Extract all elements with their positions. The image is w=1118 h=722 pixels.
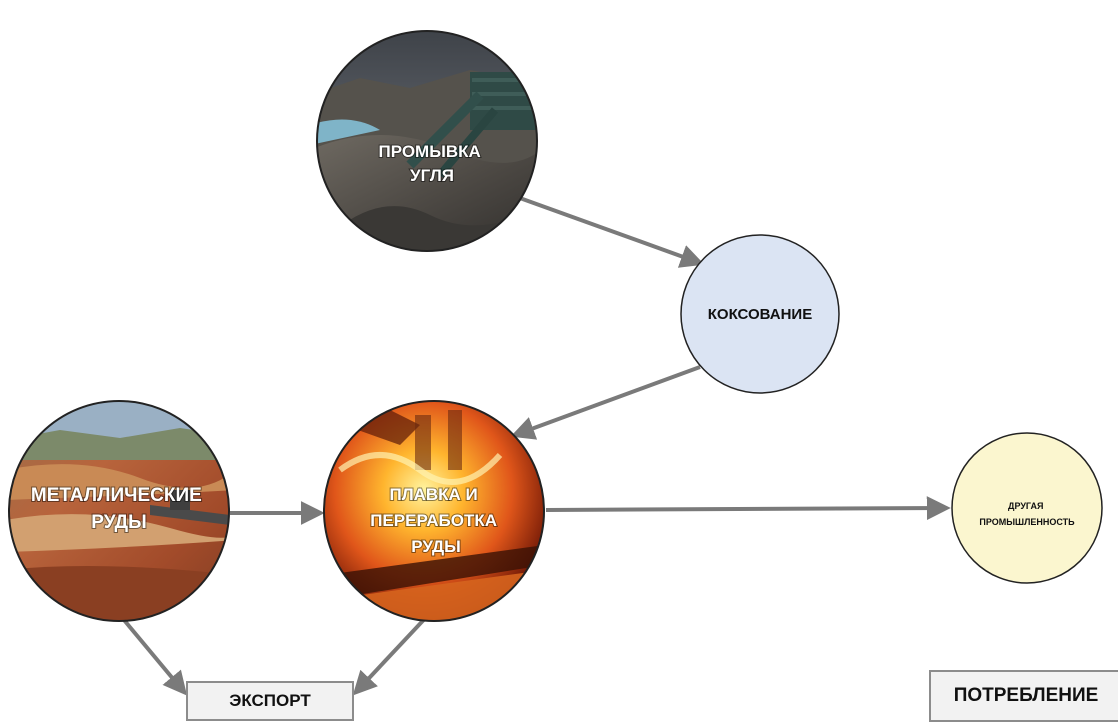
other-industry-label: ДРУГАЯ ПРОМЫШЛЕННОСТЬ <box>979 501 1075 527</box>
export-label: ЭКСПОРТ <box>229 691 311 710</box>
arrow-coking-to-smelting <box>510 365 701 440</box>
smelting-label-line1: ПЛАВКА И <box>389 485 477 504</box>
metal-ores-label-line1: МЕТАЛЛИЧЕСКИЕ <box>31 485 202 506</box>
consumption-box: ПОТРЕБЛЕНИЕ <box>929 670 1118 722</box>
arrow-smelting-to-other-industry <box>545 496 951 521</box>
other-industry-label-line2: ПРОМЫШЛЕННОСТЬ <box>979 517 1075 527</box>
coal-washing-label: ПРОМЫВКА УГЛЯ <box>378 142 485 185</box>
coal-washing-photo <box>317 31 537 251</box>
consumption-label: ПОТРЕБЛЕНИЕ <box>953 685 1099 706</box>
arrow-coal-to-coking <box>516 195 705 268</box>
smelting-label-line2: ПЕРЕРАБОТКА <box>370 511 497 530</box>
node-coal-washing: ПРОМЫВКА УГЛЯ <box>316 30 538 252</box>
arrow-smelting-to-export <box>352 609 434 696</box>
node-other-industry: ДРУГАЯ ПРОМЫШЛЕННОСТЬ <box>951 432 1103 584</box>
node-smelting: ПЛАВКА И ПЕРЕРАБОТКА РУДЫ <box>323 400 545 622</box>
arrow-ores-to-export <box>117 612 188 696</box>
coal-washing-label-line2: УГЛЯ <box>410 166 454 185</box>
node-coking: КОКСОВАНИЕ <box>680 234 840 394</box>
coal-washing-label-line1: ПРОМЫВКА <box>378 142 480 161</box>
coking-label: КОКСОВАНИЕ <box>708 306 812 323</box>
smelting-label-line3: РУДЫ <box>411 537 461 556</box>
export-box: ЭКСПОРТ <box>186 681 354 721</box>
node-metal-ores: МЕТАЛЛИЧЕСКИЕ РУДЫ <box>8 400 230 622</box>
metal-ores-label: МЕТАЛЛИЧЕСКИЕ РУДЫ <box>31 485 207 533</box>
smelting-label: ПЛАВКА И ПЕРЕРАБОТКА РУДЫ <box>370 485 502 556</box>
other-industry-label-line1: ДРУГАЯ <box>1008 501 1043 511</box>
metal-ores-label-line2: РУДЫ <box>91 512 146 533</box>
arrows <box>117 195 951 696</box>
